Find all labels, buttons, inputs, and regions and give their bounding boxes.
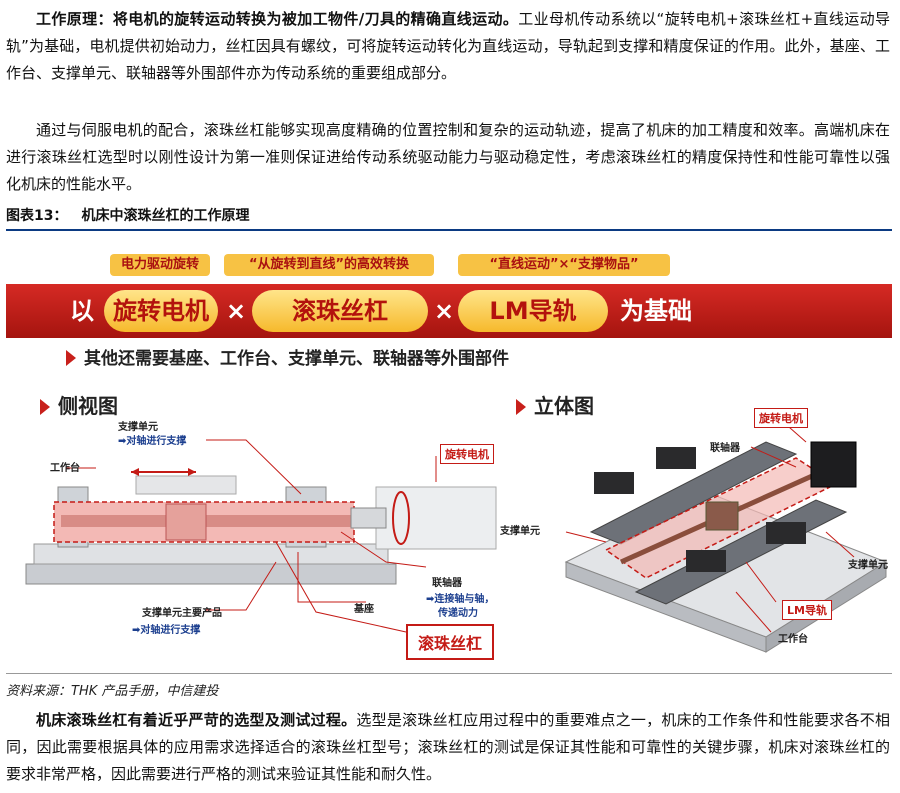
triangle-bullet-icon (516, 399, 526, 415)
triangle-bullet-icon (40, 399, 50, 415)
tag-electric-rotation: 电力驱动旋转 (110, 254, 210, 276)
paragraph-lead: 工作原理：将电机的旋转运动转换为被加工物件/刀具的精确直线运动。 (36, 10, 519, 28)
machine-drawing (25, 419, 888, 653)
label-support-unit-desc: ➡对轴进行支撑 (118, 436, 187, 447)
band-prefix: 以 (70, 297, 94, 325)
tag-linear-support: “直线运动”×“支撑物品” (458, 254, 670, 276)
side-view-drawing (25, 439, 497, 633)
label-iso-lm-guide: LM导轨 (782, 600, 832, 620)
label-ballscrew: 滚珠丝杠 (406, 624, 495, 660)
figure-bottom-rule (6, 673, 892, 674)
label-iso-support-left: 支撑单元 (500, 526, 540, 537)
pill-ballscrew: 滚珠丝杠 (252, 290, 428, 332)
label-support-main-desc: ➡对轴进行支撑 (132, 625, 201, 636)
triangle-bullet-icon (66, 350, 76, 366)
figure-top-rule (6, 229, 892, 231)
paragraph-body: 工业母机传动系统以“旋转电机+滚珠丝杠+直线运动导轨”为基础，电机提供初始动力，… (6, 10, 890, 82)
band-times-1: × (226, 297, 247, 325)
foundation-band: 以 旋转电机 × 滚珠丝杠 × LM导轨 为基础 (6, 284, 892, 338)
label-iso-coupling: 联轴器 (710, 443, 740, 454)
label-coupling-desc1: ➡连接轴与轴， (426, 594, 495, 605)
label-support-unit: 支撑单元 (118, 422, 158, 433)
label-iso-worktable: 工作台 (778, 634, 808, 645)
figure-number: 图表13： (6, 208, 68, 224)
figure-subtitle: 其他还需要基座、工作台、支撑单元、联轴器等外围部件 (66, 344, 509, 369)
label-iso-support-right: 支撑单元 (848, 560, 888, 571)
paragraph-servo: 通过与伺服电机的配合，滚珠丝杠能够实现高度精确的位置控制和复杂的运动轨迹，提高了… (6, 121, 890, 193)
paragraph-working-principle: 工作原理：将电机的旋转运动转换为被加工物件/刀具的精确直线运动。工业母机传动系统… (6, 6, 890, 87)
label-support-main: 支撑单元主要产品 (142, 608, 222, 619)
pill-rotary-motor: 旋转电机 (104, 290, 218, 332)
side-view-title: 侧视图 (40, 390, 118, 419)
paragraph-body: 选型是滚珠丝杠应用过程中的重要难点之一，机床的工作条件和性能要求各不相同，因此需… (6, 711, 890, 783)
tag-rotation-to-linear: “从旋转到直线”的高效转换 (224, 254, 434, 276)
paragraph-selection-testing: 机床滚珠丝杠有着近乎严苛的选型及测试过程。选型是滚珠丝杠应用过程中的重要难点之一… (6, 707, 890, 788)
band-times-2: × (434, 297, 455, 325)
paragraph-lead: 机床滚珠丝杠有着近乎严苛的选型及测试过程。 (36, 711, 357, 729)
figure-title: 图表13： 机床中滚珠丝杠的工作原理 (6, 205, 249, 225)
label-coupling: 联轴器 (432, 578, 462, 589)
label-coupling-desc2: 传递动力 (438, 608, 478, 619)
label-base: 基座 (354, 604, 374, 615)
iso-view-drawing (564, 419, 888, 653)
pill-lm-guide: LM导轨 (458, 290, 608, 332)
band-suffix: 为基础 (620, 297, 692, 325)
figure-source: 资料来源：THK 产品手册，中信建投 (6, 684, 219, 699)
figure-ballscrew-principle: 电力驱动旋转 “从旋转到直线”的高效转换 “直线运动”×“支撑物品” 以 旋转电… (6, 232, 892, 672)
label-worktable: 工作台 (50, 463, 80, 474)
figure-caption: 机床中滚珠丝杠的工作原理 (81, 208, 250, 224)
iso-view-title: 立体图 (516, 390, 594, 419)
label-iso-rotary-motor: 旋转电机 (754, 408, 808, 428)
label-rotary-motor: 旋转电机 (440, 444, 494, 464)
